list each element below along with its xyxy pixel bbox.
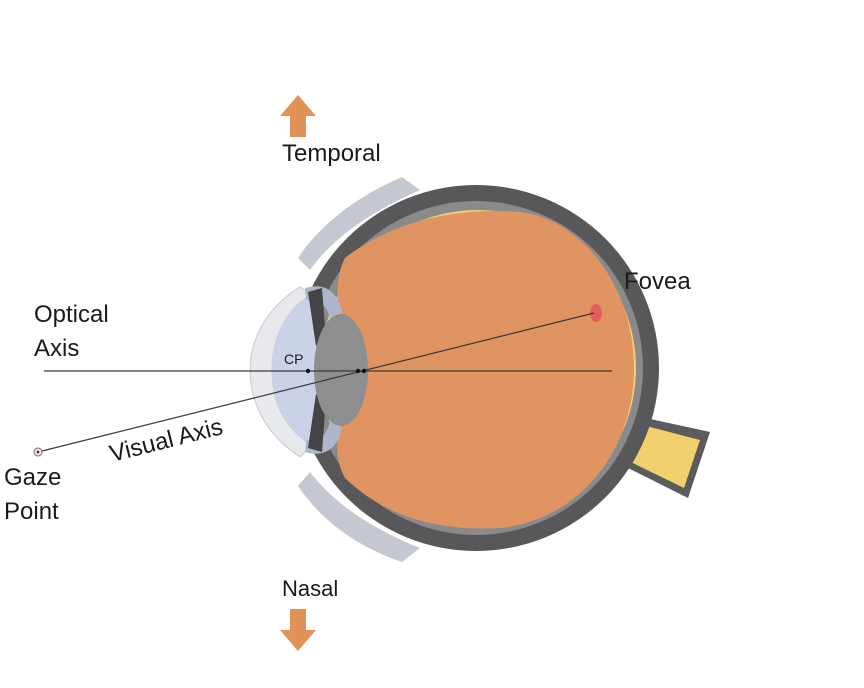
cp-point [305,368,311,374]
visual-axis-label: Visual Axis [107,413,226,468]
lower-eyelid [298,472,420,562]
nasal-arrow-icon [280,609,316,651]
optical-axis-label-line2: Axis [34,335,79,362]
nasal-label: Nasal [282,576,338,601]
lens [314,314,368,426]
visual-axis-line [37,312,595,453]
temporal-arrow-icon [280,95,316,137]
nodal-point-b [361,368,367,374]
gaze-point-label-line2: Point [4,498,59,525]
upper-eyelid [298,177,420,270]
anterior-chamber [272,294,322,446]
gaze-point-center [36,450,40,454]
temporal-label: Temporal [282,140,381,167]
fovea-label: Fovea [624,268,691,295]
optical-axis-label-line1: Optical [34,301,109,328]
nodal-point-a [355,368,361,374]
gaze-point-label-line1: Gaze [4,464,61,491]
cp-label: CP [284,351,303,367]
vitreous-body [337,211,634,529]
fovea-spot [590,304,602,322]
